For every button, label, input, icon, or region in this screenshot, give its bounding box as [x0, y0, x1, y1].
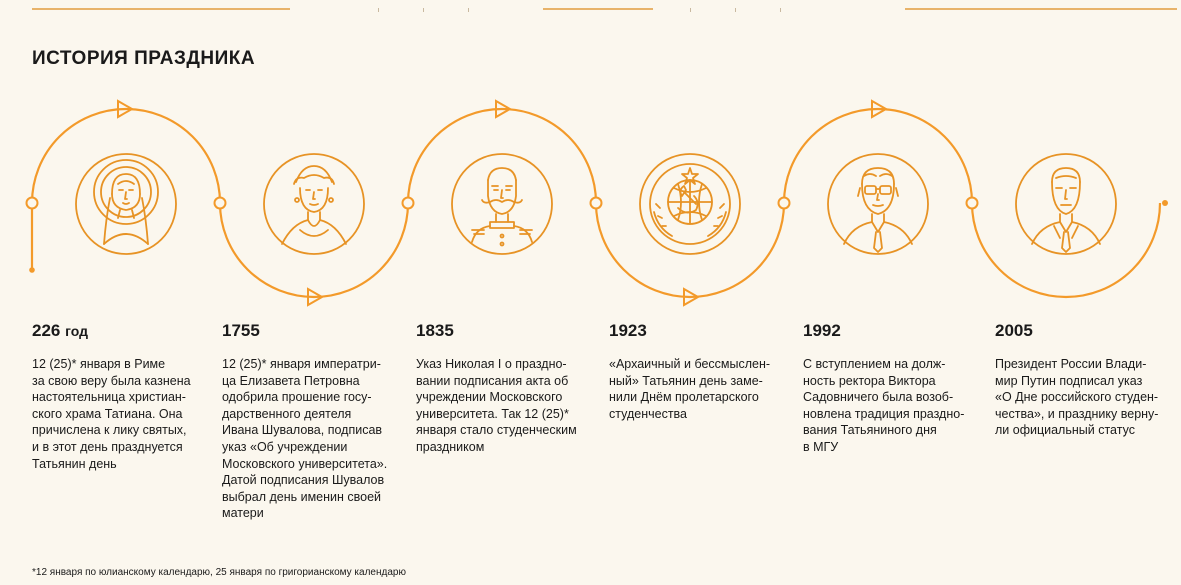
arrow-icon: [683, 287, 701, 307]
footnote: *12 января по юлианскому календарю, 25 я…: [32, 567, 406, 578]
top-rule-right: [905, 8, 1177, 10]
page-title: ИСТОРИЯ ПРАЗДНИКА: [32, 48, 256, 69]
top-rule-left: [32, 8, 290, 10]
timeline-entry-1992: 1992 С вступлением на долж- ность ректор…: [803, 320, 991, 456]
entry-description: 12 (25)* января императри- ца Елизавета …: [222, 357, 388, 521]
entry-year: 1755: [222, 320, 410, 342]
empress-elizabeth-icon: [263, 153, 365, 255]
saint-tatiana-icon: [75, 153, 177, 255]
top-tick: [378, 8, 379, 12]
arrow-icon: [117, 99, 135, 119]
timeline-entry-1755: 1755 12 (25)* января императри- ца Елиза…: [222, 320, 410, 522]
arrow-icon: [307, 287, 325, 307]
timeline-start-dot: [29, 267, 35, 273]
top-tick: [735, 8, 736, 12]
entry-year: 1992: [803, 320, 991, 342]
year-number: 226: [32, 321, 61, 340]
timeline-node: [965, 196, 979, 210]
president-putin-icon: [1015, 153, 1117, 255]
year-number: 1835: [416, 321, 454, 340]
entry-description: Президент России Влади- мир Путин подпис…: [995, 357, 1159, 438]
top-rule-center: [543, 8, 653, 10]
timeline-entry-1923: 1923 «Архаичный и бессмыслен- ный» Татья…: [609, 320, 797, 422]
entry-description: «Архаичный и бессмыслен- ный» Татьянин д…: [609, 357, 771, 421]
entry-year: 1835: [416, 320, 604, 342]
timeline-entry-1835: 1835 Указ Николая I о праздно- вании под…: [416, 320, 604, 456]
rector-sadovnichy-icon: [827, 153, 929, 255]
year-number: 1755: [222, 321, 260, 340]
arrow-icon: [495, 99, 513, 119]
timeline-entry-2005: 2005 Президент России Влади- мир Путин п…: [995, 320, 1181, 439]
soviet-emblem-icon: [639, 153, 741, 255]
top-tick: [468, 8, 469, 12]
timeline-node: [25, 196, 39, 210]
year-number: 2005: [995, 321, 1033, 340]
entry-description: 12 (25)* января в Риме за свою веру была…: [32, 357, 191, 471]
timeline-node: [777, 196, 791, 210]
top-tick: [780, 8, 781, 12]
timeline-node: [213, 196, 227, 210]
entry-year: 226 год: [32, 320, 220, 342]
entry-year: 2005: [995, 320, 1181, 342]
emperor-nicholas-icon: [451, 153, 553, 255]
entry-description: Указ Николая I о праздно- вании подписан…: [416, 357, 577, 454]
year-number: 1923: [609, 321, 647, 340]
year-number: 1992: [803, 321, 841, 340]
entry-year: 1923: [609, 320, 797, 342]
arrow-icon: [871, 99, 889, 119]
entry-description: С вступлением на долж- ность ректора Вик…: [803, 357, 965, 454]
timeline-entry-226: 226 год 12 (25)* января в Риме за свою в…: [32, 320, 220, 472]
timeline-node: [589, 196, 603, 210]
timeline-wave: [25, 99, 1168, 307]
timeline-node: [401, 196, 415, 210]
top-tick: [423, 8, 424, 12]
timeline-end-dot: [1162, 200, 1168, 206]
top-tick: [690, 8, 691, 12]
year-suffix: год: [65, 323, 89, 339]
